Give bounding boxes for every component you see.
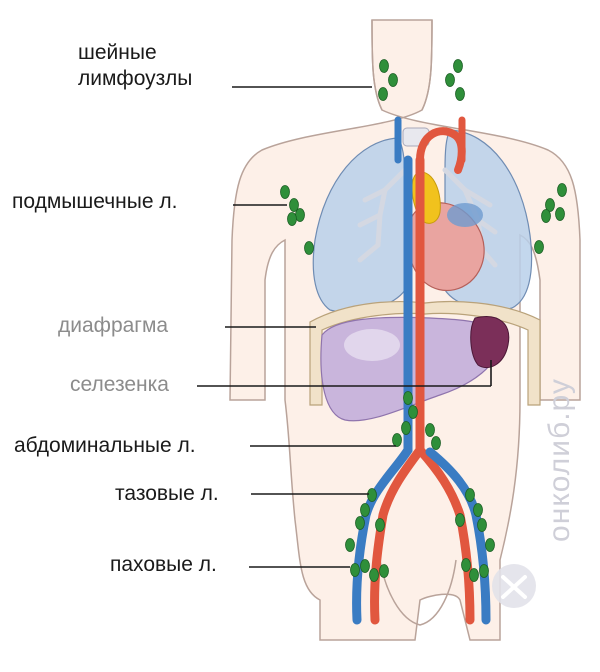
lymph-node: [425, 423, 435, 437]
lymph-node: [403, 391, 413, 405]
lymph-node: [534, 240, 544, 254]
lymph-node: [369, 568, 379, 582]
label-inguinal-nodes: паховые л.: [110, 553, 217, 576]
lymph-node: [379, 59, 389, 73]
label-neck-line1: шейные: [78, 41, 157, 64]
lymph-node: [355, 516, 365, 530]
lymph-node: [479, 564, 489, 578]
lymph-node: [287, 212, 297, 226]
lymph-node: [379, 564, 389, 578]
lymph-node: [350, 563, 360, 577]
lymph-node: [304, 241, 314, 255]
lymph-node: [280, 185, 290, 199]
label-abdominal-nodes: абдоминальные л.: [14, 434, 196, 457]
lymph-node: [367, 488, 377, 502]
groin-outline: [379, 559, 457, 626]
lymph-node: [388, 73, 398, 87]
lymph-node: [345, 538, 355, 552]
lymph-node: [455, 87, 465, 101]
lymph-node: [360, 503, 370, 517]
lymph-node: [378, 87, 388, 101]
lymph-node: [485, 538, 495, 552]
lymph-node: [360, 559, 370, 573]
watermark-logo: [492, 564, 536, 608]
lymph-node: [477, 518, 487, 532]
lymph-nodes: [280, 59, 567, 582]
lymph-node: [445, 73, 455, 87]
label-neck-lymph-nodes: шейные лимфоузлы: [78, 40, 192, 92]
spleen: [470, 316, 510, 369]
watermark-text: онколиб.ру: [543, 378, 576, 542]
lymph-node: [375, 518, 385, 532]
label-neck-line2: лимфоузлы: [78, 67, 193, 90]
lymph-node: [541, 209, 551, 223]
lymph-node: [465, 488, 475, 502]
label-diaphragm: диафрагма: [58, 314, 169, 337]
lymph-node: [408, 405, 418, 419]
lymph-node: [392, 433, 402, 447]
lymph-node: [555, 207, 565, 221]
label-spleen: селезенка: [70, 373, 169, 396]
aorta: [370, 155, 425, 625]
heart-chamber: [447, 203, 483, 227]
leader-lines: [197, 86, 492, 568]
lymph-node: [431, 436, 441, 450]
neck-outline: [371, 19, 433, 111]
lymph-node: [289, 198, 299, 212]
lymph-node: [473, 503, 483, 517]
watermark: онколиб.ру: [530, 300, 590, 620]
lymph-node: [455, 513, 465, 527]
lymph-node: [401, 421, 411, 435]
lymph-node: [557, 183, 567, 197]
lymph-node: [453, 59, 463, 73]
label-axillary-nodes: подмышечные л.: [12, 190, 178, 213]
lymph-node: [461, 558, 471, 572]
liver-highlight: [344, 329, 400, 361]
label-pelvic-nodes: тазовые л.: [115, 482, 219, 505]
lymph-node: [469, 568, 479, 582]
lymph-node: [545, 198, 555, 212]
